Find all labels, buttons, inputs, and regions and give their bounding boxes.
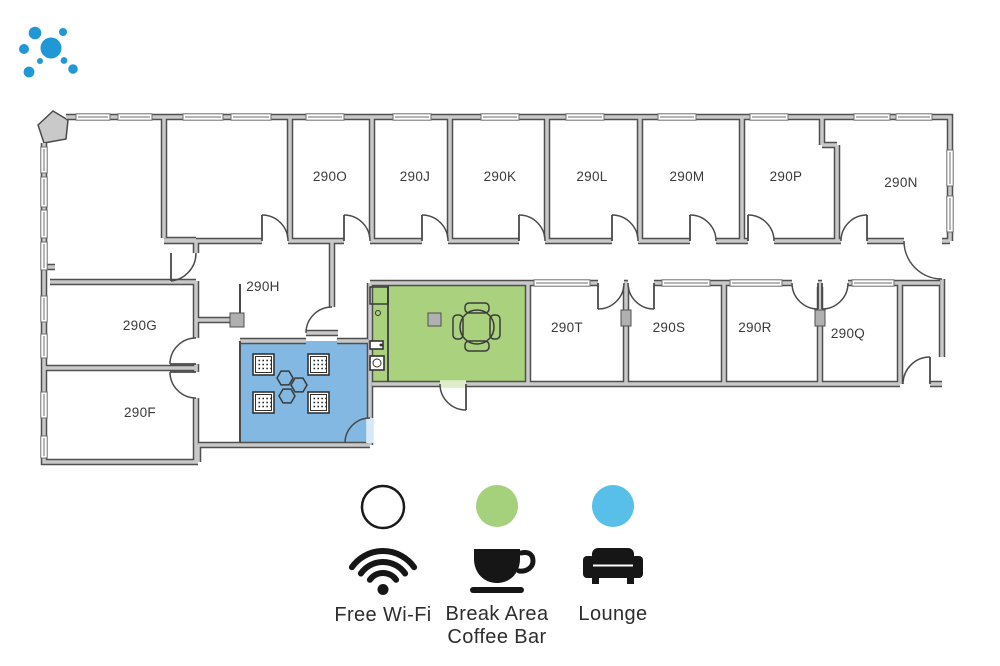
coffee-maker <box>369 340 384 350</box>
break-area-region <box>370 285 526 382</box>
sink-counter <box>369 286 389 305</box>
room-label: 290N <box>884 175 917 190</box>
coffee-cup-icon <box>470 549 536 593</box>
room-label: 290H <box>246 279 279 294</box>
waste-bin <box>427 312 442 327</box>
lounge-furniture <box>252 353 330 414</box>
legend-label-break-area-line2: Coffee Bar <box>447 626 546 648</box>
lounge-table <box>252 391 275 414</box>
room-label: 290P <box>770 169 803 184</box>
room-label: 290S <box>653 320 686 335</box>
faucet <box>375 310 381 316</box>
door-openings <box>192 237 942 443</box>
room-label: 290J <box>400 169 430 184</box>
windows <box>40 113 954 459</box>
room-label: 290F <box>124 405 156 420</box>
lounge-table <box>307 391 330 414</box>
lounge-table <box>252 353 275 376</box>
couch-icon <box>583 548 643 584</box>
room-label: 290R <box>738 320 771 335</box>
room-label: 290G <box>123 318 157 333</box>
room-label: 290M <box>670 169 705 184</box>
break-area-furniture <box>369 286 501 371</box>
room-label: 290Q <box>831 326 865 341</box>
coffee-maker-knob <box>379 343 383 347</box>
dots-logo <box>19 26 78 78</box>
door-swing-arcs <box>169 214 943 444</box>
round-table-with-chairs <box>452 302 501 352</box>
entry-vestibule <box>37 110 69 144</box>
room-label: 290O <box>313 169 347 184</box>
legend-circle-break-area <box>476 485 518 527</box>
legend-label-wifi: Free Wi-Fi <box>334 604 431 626</box>
lounge-table <box>307 353 330 376</box>
hex-table-cluster <box>276 370 308 404</box>
legend: Free Wi-Fi Break Area Coffee Bar Lounge <box>334 484 647 648</box>
room-label: 290K <box>484 169 517 184</box>
legend-label-break-area-line1: Break Area <box>446 603 549 625</box>
door-leaves <box>170 215 931 410</box>
room-label: 290T <box>551 320 583 335</box>
wifi-icon <box>348 548 418 595</box>
room-label: 290L <box>576 169 607 184</box>
legend-label-lounge: Lounge <box>578 603 647 625</box>
legend-circle-lounge <box>592 485 634 527</box>
room-labels: 290O 290J 290K 290L 290M 290P 290N 290H … <box>123 169 918 420</box>
cooktop <box>369 355 385 371</box>
wall-connector-blocks <box>229 309 826 328</box>
cooktop-burner <box>372 358 382 368</box>
legend-circle-wifi <box>360 484 406 530</box>
